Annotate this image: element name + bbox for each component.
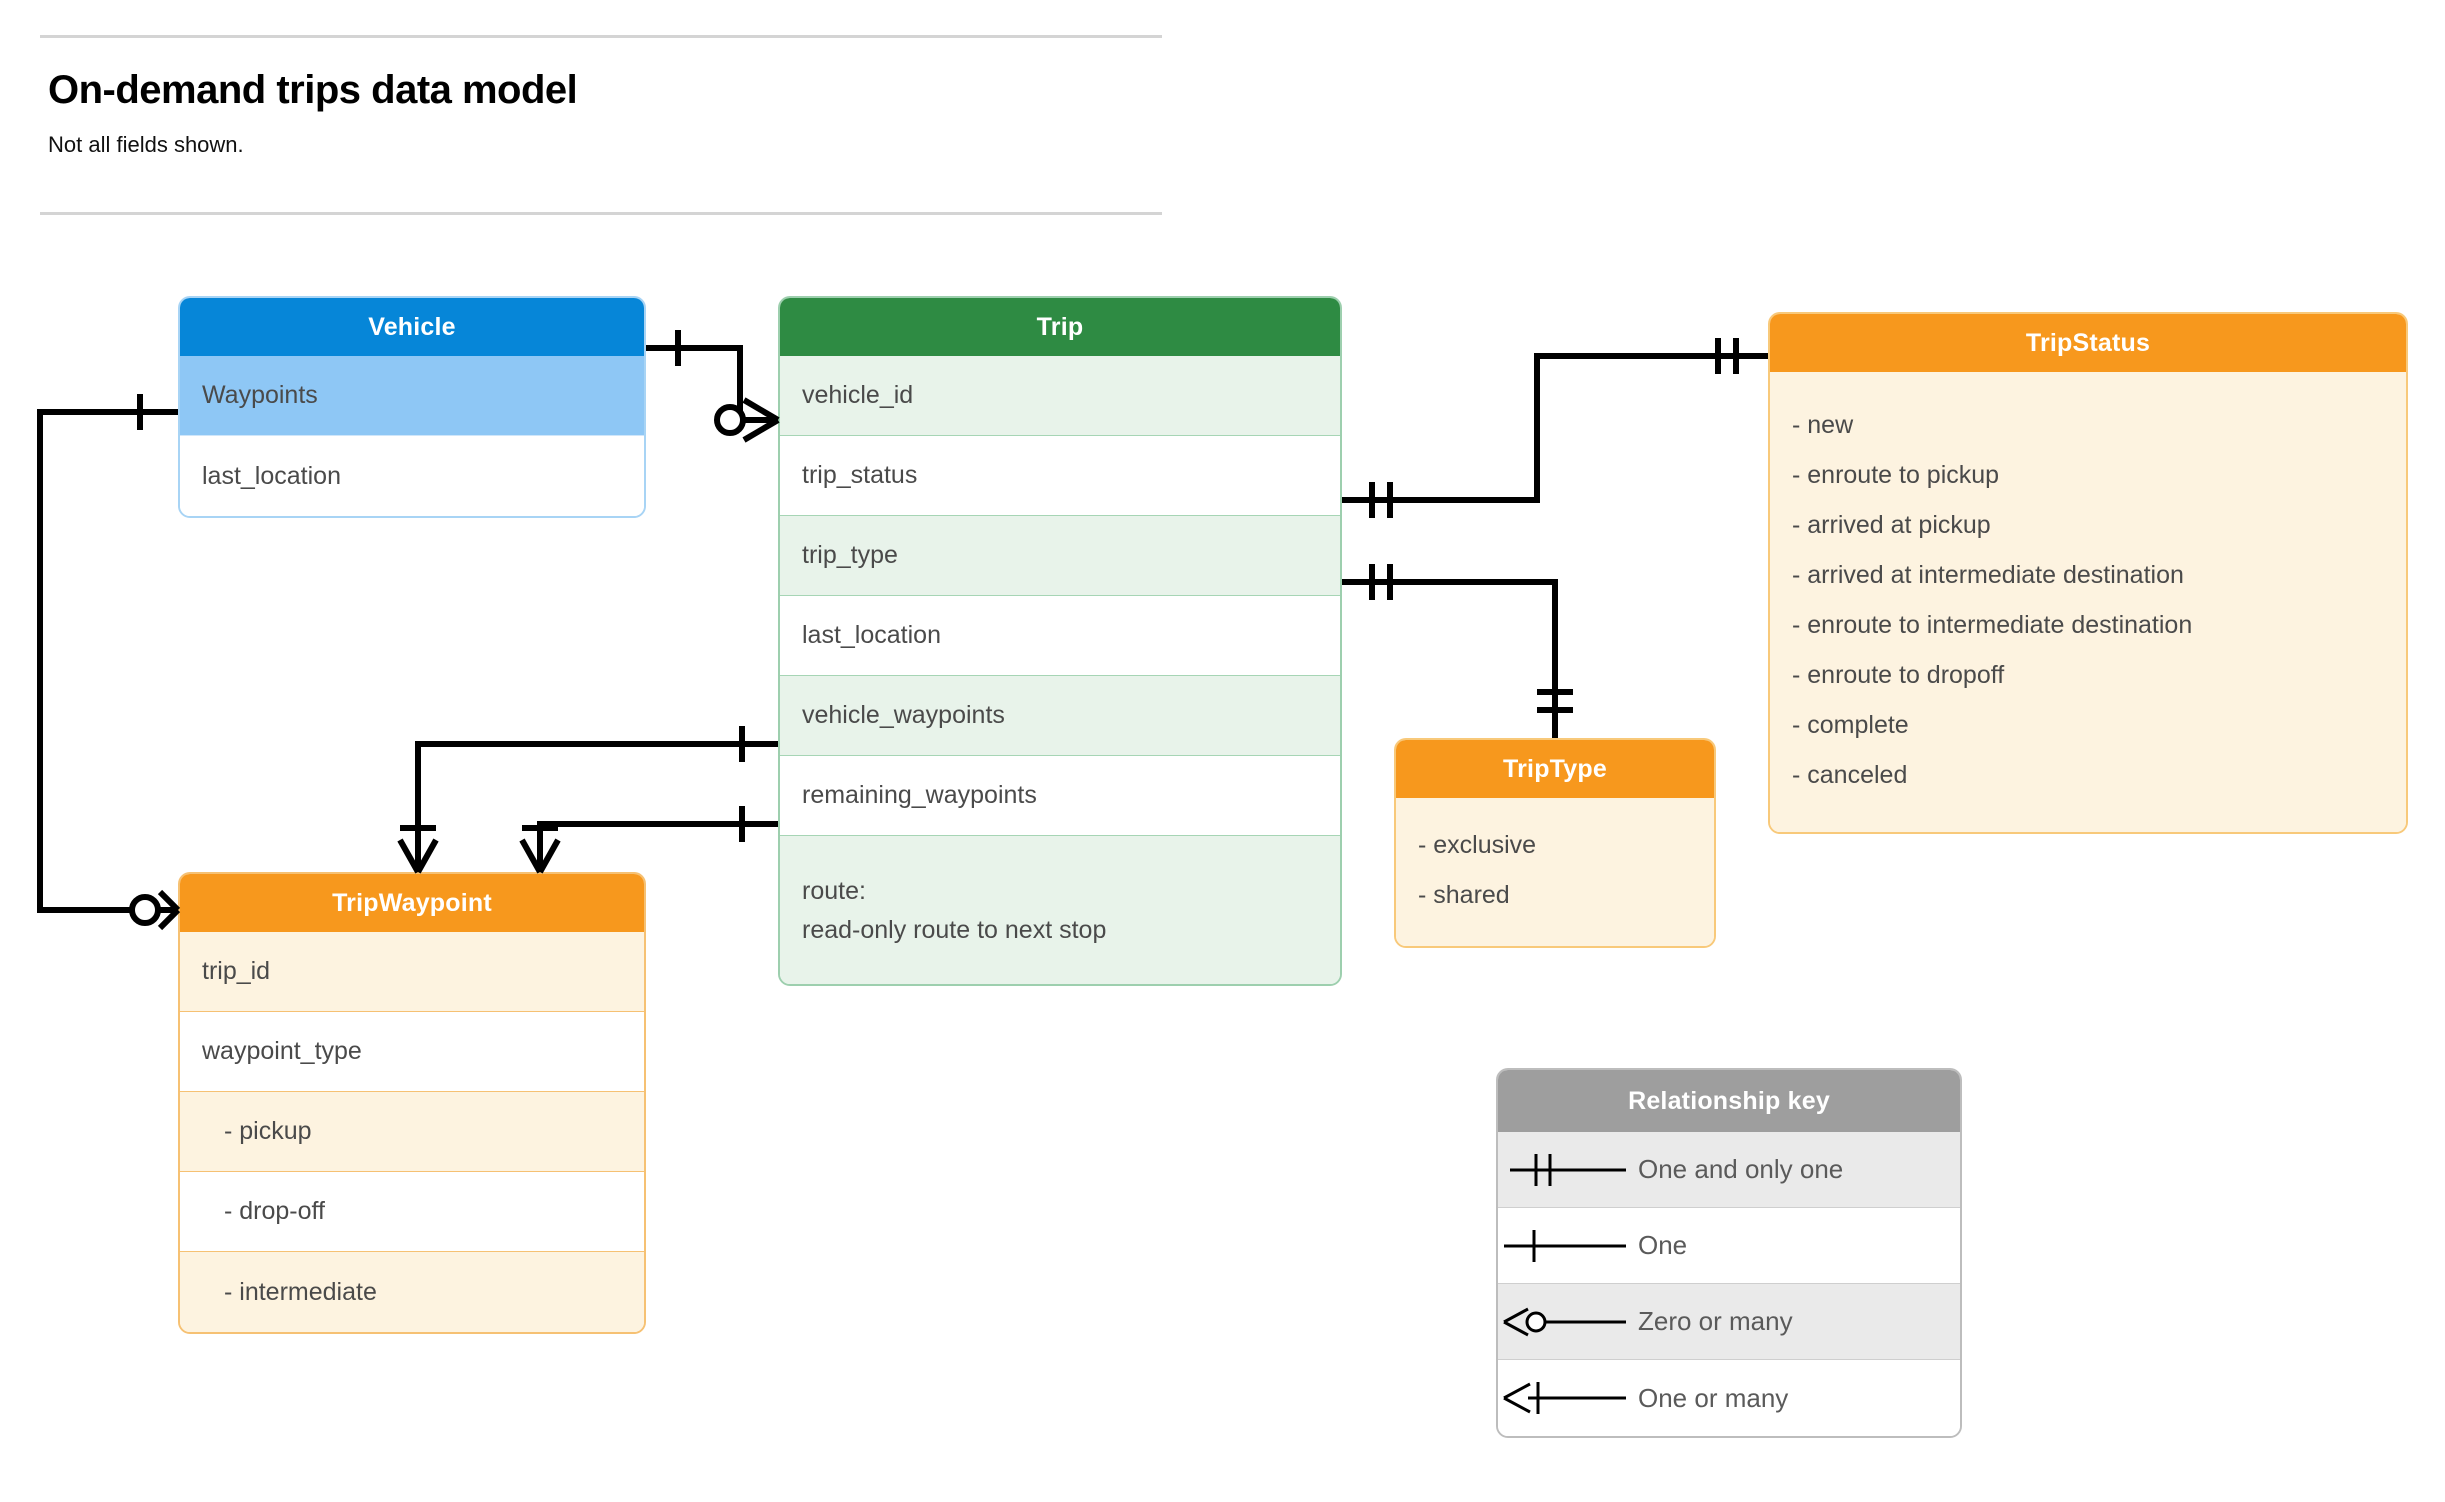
triptype-value-exclusive: - exclusive xyxy=(1418,831,1537,859)
connector-trip-status-to-tripstatus xyxy=(1342,338,1768,518)
entity-tripstatus-title: TripStatus xyxy=(1770,314,2406,372)
tripstatus-value-enroute-to-dropoff: - enroute to dropoff xyxy=(1792,661,2005,689)
one-or-many-icon xyxy=(1498,1360,1638,1436)
tripstatus-value-enroute-to-pickup: - enroute to pickup xyxy=(1792,461,2000,489)
entity-vehicle-title: Vehicle xyxy=(180,298,644,356)
page-subtitle: Not all fields shown. xyxy=(48,132,244,157)
tripstatus-value-complete: - complete xyxy=(1792,711,1909,739)
key-row-zero-or-many: Zero or many xyxy=(1498,1284,1960,1360)
key-row-one-or-many: One or many xyxy=(1498,1360,1960,1436)
field-trip-trip-status[interactable]: trip_status xyxy=(780,436,1340,516)
zero-or-many-icon xyxy=(1498,1284,1638,1359)
relationship-key-title: Relationship key xyxy=(1498,1070,1960,1132)
entity-vehicle-fields: Waypoints last_location xyxy=(180,356,644,516)
connector-vehicle-waypoints-to-tripwaypoint xyxy=(37,394,181,931)
one-and-only-one-icon xyxy=(1498,1132,1638,1207)
tripstatus-value-arrived-at-pickup: - arrived at pickup xyxy=(1792,511,1991,539)
entity-tripwaypoint[interactable]: TripWaypoint trip_id waypoint_type - pic… xyxy=(178,872,646,1334)
field-vehicle-waypoints[interactable]: Waypoints xyxy=(180,356,644,436)
key-label-one-and-only-one: One and only one xyxy=(1638,1154,1844,1184)
one-icon xyxy=(1498,1208,1638,1283)
entity-tripwaypoint-title: TripWaypoint xyxy=(180,874,644,932)
key-label-zero-or-many: Zero or many xyxy=(1638,1306,1793,1336)
entity-tripstatus[interactable]: TripStatus - new - enroute to pickup - a… xyxy=(1768,312,2408,834)
entity-trip[interactable]: Trip vehicle_id trip_status trip_type la… xyxy=(778,296,1342,986)
entity-triptype[interactable]: TripType - exclusive - shared xyxy=(1394,738,1716,948)
connector-vehicle-to-trip-vehicle-id xyxy=(646,330,780,443)
field-trip-route[interactable]: route: read-only route to next stop xyxy=(780,836,1340,984)
field-trip-trip-type[interactable]: trip_type xyxy=(780,516,1340,596)
field-trip-route-description: read-only route to next stop xyxy=(802,915,1107,944)
field-trip-remaining-waypoints[interactable]: remaining_waypoints xyxy=(780,756,1340,836)
entity-trip-title: Trip xyxy=(780,298,1340,356)
entity-tripwaypoint-fields: trip_id waypoint_type - pickup - drop-of… xyxy=(180,932,644,1332)
relationship-key: Relationship key One and only one One xyxy=(1496,1068,1962,1438)
tripstatus-value-enroute-to-intermediate-destination: - enroute to intermediate destination xyxy=(1792,611,2193,639)
field-tripwaypoint-value-intermediate: - intermediate xyxy=(180,1252,644,1332)
connector-remaining-waypoints-to-tripwaypoint xyxy=(519,806,778,874)
connector-vehicle-waypoints-field-to-tripwaypoint xyxy=(397,726,778,874)
field-trip-last-location[interactable]: last_location xyxy=(780,596,1340,676)
field-tripwaypoint-value-drop-off: - drop-off xyxy=(180,1172,644,1252)
key-label-one: One xyxy=(1638,1230,1688,1260)
key-row-one: One xyxy=(1498,1208,1960,1284)
entity-vehicle[interactable]: Vehicle Waypoints last_location xyxy=(178,296,646,518)
tripstatus-value-new: - new xyxy=(1792,411,1854,439)
tripstatus-value-canceled: - canceled xyxy=(1792,761,1908,789)
field-trip-vehicle-id[interactable]: vehicle_id xyxy=(780,356,1340,436)
field-tripwaypoint-value-pickup: - pickup xyxy=(180,1092,644,1172)
field-tripwaypoint-waypoint-type[interactable]: waypoint_type xyxy=(180,1012,644,1092)
entity-tripstatus-values: - new - enroute to pickup - arrived at p… xyxy=(1770,372,2406,832)
field-tripwaypoint-trip-id[interactable]: trip_id xyxy=(180,932,644,1012)
field-trip-vehicle-waypoints[interactable]: vehicle_waypoints xyxy=(780,676,1340,756)
entity-triptype-values: - exclusive - shared xyxy=(1396,798,1714,946)
key-label-one-or-many: One or many xyxy=(1638,1382,1789,1413)
header-divider-bottom xyxy=(40,212,1162,215)
field-vehicle-last-location[interactable]: last_location xyxy=(180,436,644,516)
entity-trip-fields: vehicle_id trip_status trip_type last_lo… xyxy=(780,356,1340,984)
tripstatus-value-arrived-at-intermediate-destination: - arrived at intermediate destination xyxy=(1792,561,2184,589)
header-divider-top xyxy=(40,35,1162,38)
connector-trip-type-to-triptype xyxy=(1342,564,1573,738)
key-row-one-and-only-one: One and only one xyxy=(1498,1132,1960,1208)
triptype-value-shared: - shared xyxy=(1418,881,1510,909)
page-title: On-demand trips data model xyxy=(48,68,578,112)
entity-triptype-title: TripType xyxy=(1396,740,1714,798)
field-trip-route-label: route: xyxy=(802,877,866,905)
